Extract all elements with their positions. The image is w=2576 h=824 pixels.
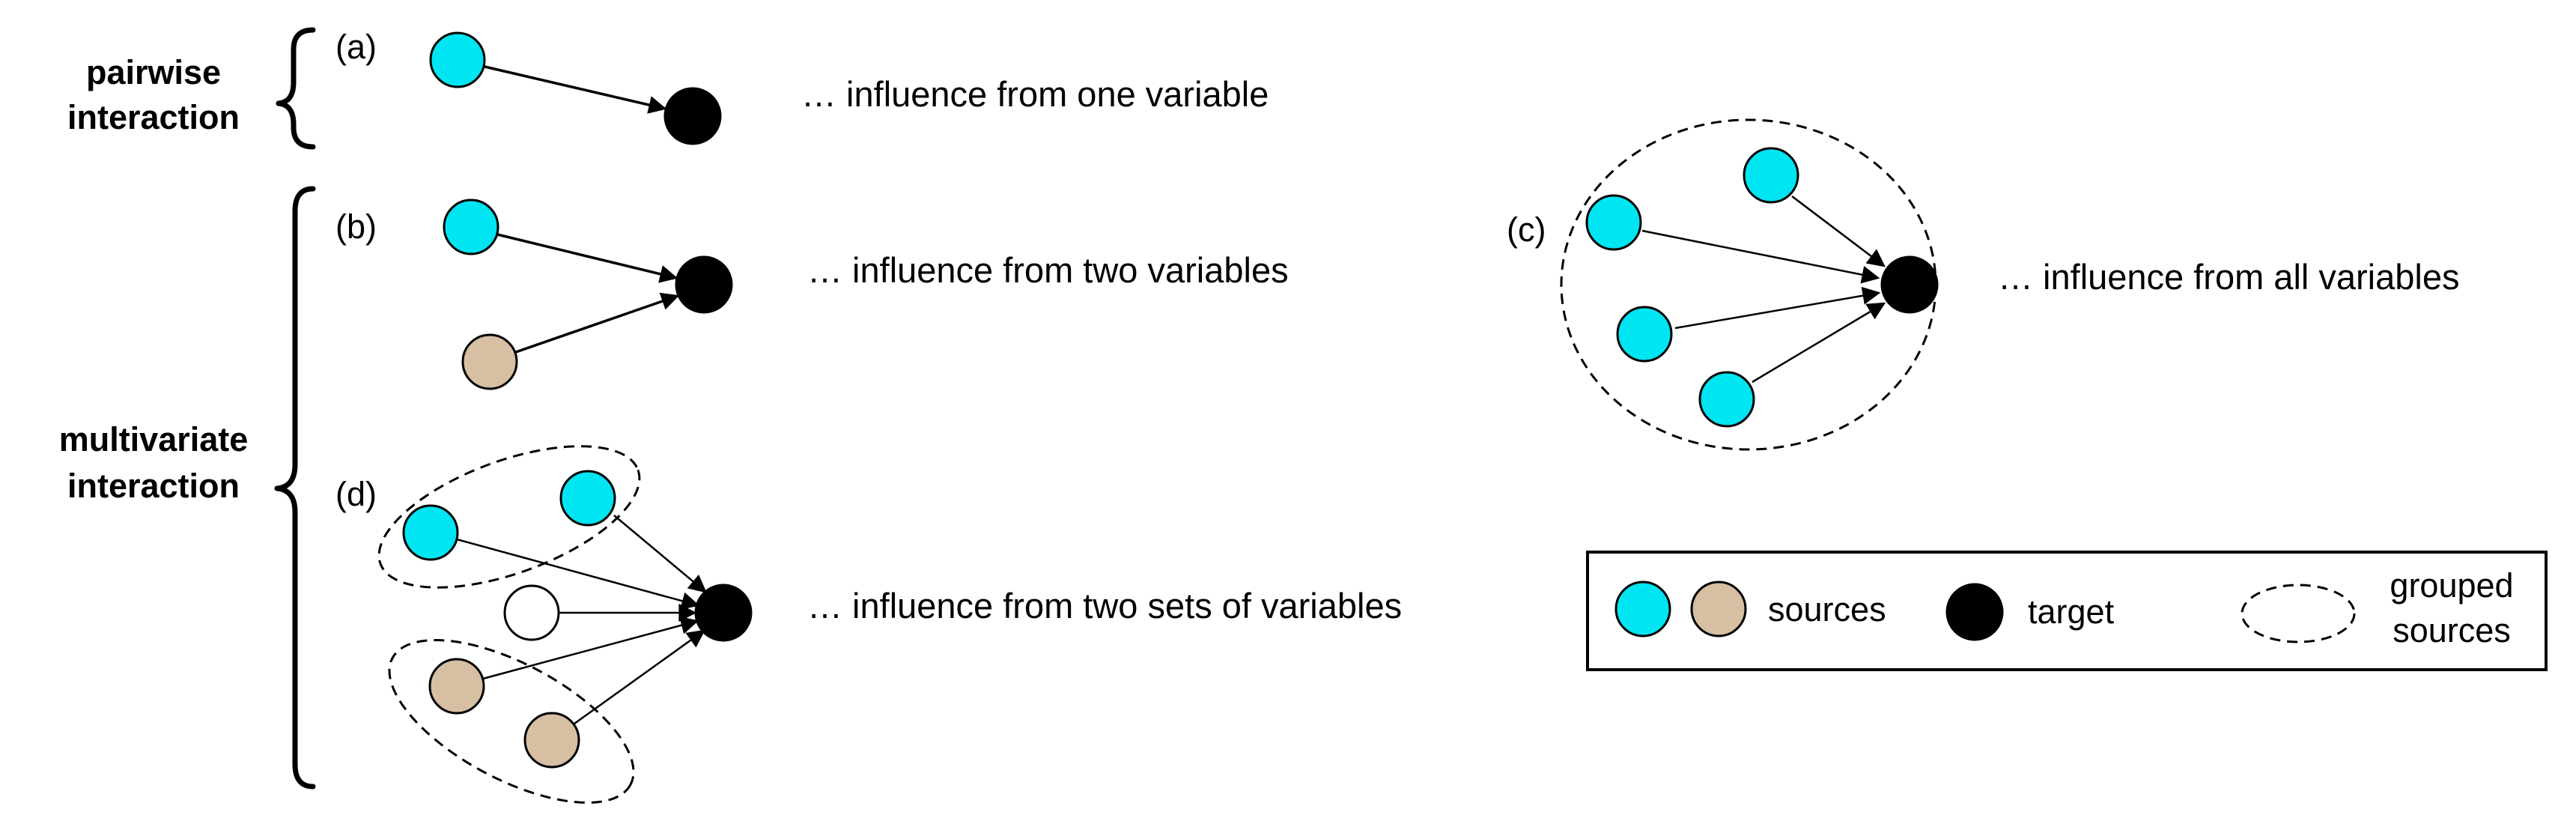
multivariate-label-line1: multivariate [59, 420, 249, 458]
panel-c-source-cyan-3 [1616, 306, 1673, 363]
pairwise-label-line1: pairwise [86, 53, 221, 91]
panel-d-target [694, 584, 753, 642]
panel-a-arrow [481, 64, 667, 114]
legend-source-tan-swatch [1690, 581, 1747, 637]
multivariate-brace [274, 186, 316, 790]
legend-source-cyan-swatch [1614, 581, 1671, 637]
panel-c: (c) … influence from all variables [1507, 118, 2460, 451]
panel-a-caption: … influence from one variable [801, 74, 1269, 114]
legend-sources-label: sources [1768, 590, 1886, 628]
panel-b-caption: … influence from two variables [807, 250, 1289, 290]
panel-c-label: (c) [1507, 210, 1546, 249]
panel-c-arrow-1 [1791, 196, 1886, 267]
legend-grouped-label-line1: grouped [2390, 566, 2513, 605]
panel-c-source-cyan-1 [1743, 147, 1799, 204]
panel-b-target [675, 255, 733, 314]
panel-a-label: (a) [335, 28, 377, 66]
panel-a-target [663, 87, 722, 145]
pairwise-group: pairwise interaction [67, 27, 316, 150]
multivariate-label-line2: interaction [67, 467, 240, 505]
panel-a-source-cyan [429, 31, 486, 88]
panel-d-arrow-4 [482, 617, 699, 680]
legend-target-label: target [2028, 593, 2115, 631]
panel-d: (d) … influence from two sets of variabl… [335, 445, 1402, 804]
legend-box [1586, 551, 2548, 671]
panel-d-group-ellipse-tan [388, 639, 635, 804]
panel-c-source-cyan-2 [1585, 194, 1642, 251]
panel-d-arrow-5 [574, 629, 705, 725]
panel-d-source-tan-1 [428, 658, 485, 715]
legend: sources target grouped sources [1586, 551, 2548, 671]
panel-c-arrow-4 [1752, 302, 1886, 384]
panel-d-source-cyan-1 [559, 470, 616, 527]
pairwise-brace [276, 27, 316, 150]
panel-d-caption: … influence from two sets of variables [807, 586, 1402, 625]
panel-b-source-cyan [443, 199, 499, 255]
panel-d-source-cyan-2 [402, 504, 459, 561]
legend-grouped-label-line2: sources [2393, 611, 2511, 649]
panel-d-arrow-2 [456, 538, 700, 610]
panel-b-source-tan [461, 333, 518, 390]
panel-c-arrow-2 [1641, 229, 1880, 284]
multivariate-group: multivariate interaction [59, 186, 316, 790]
panel-c-arrow-3 [1674, 286, 1881, 330]
panel-d-source-tan-2 [523, 712, 580, 769]
panel-c-source-cyan-4 [1698, 371, 1755, 428]
panel-b-arrow-2 [513, 292, 680, 354]
panel-b-label: (b) [335, 207, 377, 246]
panel-d-arrow-1 [613, 515, 707, 593]
pairwise-label-line2: interaction [67, 98, 240, 136]
legend-target-swatch [1945, 583, 2004, 641]
panel-a: (a) … influence from one variable [335, 28, 1269, 145]
panel-d-label: (d) [335, 475, 377, 513]
panel-d-source-white [503, 584, 560, 641]
panel-b-arrow-1 [493, 232, 678, 283]
panel-d-group-ellipse-cyan [377, 445, 641, 589]
panel-c-caption: … influence from all variables [1998, 257, 2460, 297]
panel-c-target [1880, 255, 1939, 314]
panel-b: (b) … influence from two variables [335, 199, 1289, 390]
legend-grouped-swatch [2241, 584, 2356, 643]
